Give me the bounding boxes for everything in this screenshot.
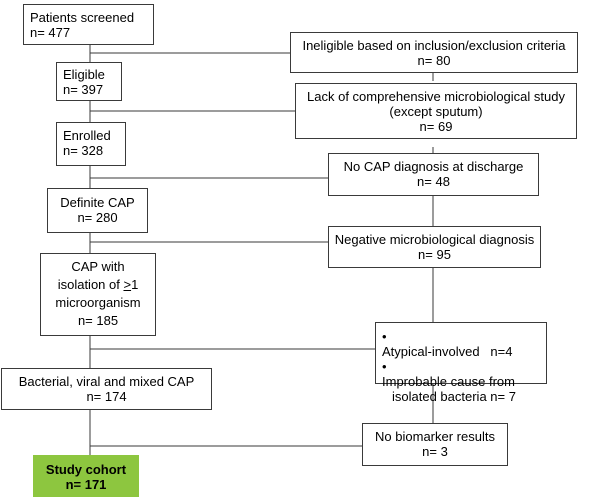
negative-microbiology-box: Negative microbiological diagnosis n= 95 [328,226,541,268]
no-biomarker-count: n= 3 [422,444,448,459]
enrolled-box: Enrolled n= 328 [56,122,126,166]
study-cohort-label: Study cohort [45,462,127,477]
definite-cap-label: Definite CAP [60,195,135,210]
improbable-cause-text: Improbable cause from [382,374,515,389]
lack-microbiology-box: Lack of comprehensive microbiological st… [295,83,577,139]
atypical-involved-item: •Atypical-involved n=4 [382,329,546,359]
atypical-involved-text: Atypical-involved n=4 [382,344,513,359]
eligible-label: Eligible [63,67,105,82]
improbable-cause-item: •Improbable cause from [382,359,546,389]
lack-microbiology-note: (except sputum) [389,104,483,119]
no-cap-diagnosis-label: No CAP diagnosis at discharge [343,159,524,174]
bacterial-viral-mixed-label: Bacterial, viral and mixed CAP [18,374,195,389]
improbable-cause-count: isolated bacteria n= 7 [392,389,516,404]
bullet-icon: • [382,329,387,344]
cap-isolation-line3: microorganism [55,295,141,310]
definite-cap-box: Definite CAP n= 280 [47,188,148,233]
cap-isolation-line2: isolation of >1 [41,276,155,294]
eligible-count: n= 397 [63,82,104,97]
negative-microbiology-label: Negative microbiological diagnosis [334,232,535,247]
study-cohort-box: Study cohort n= 171 [33,455,139,497]
enrolled-count: n= 328 [63,143,104,158]
eligible-box: Eligible n= 397 [56,62,122,101]
ineligible-label: Ineligible based on inclusion/exclusion … [302,38,566,53]
study-cohort-count: n= 171 [65,477,107,492]
negative-microbiology-count: n= 95 [418,247,451,262]
no-cap-diagnosis-box: No CAP diagnosis at discharge n= 48 [328,153,539,196]
cap-isolation-count: n= 185 [77,313,119,328]
cap-isolation-number: 1 [131,277,139,292]
no-cap-diagnosis-count: n= 48 [417,174,450,189]
lack-microbiology-label: Lack of comprehensive microbiological st… [307,89,565,104]
patients-screened-label: Patients screened [30,10,135,25]
bacterial-viral-mixed-box: Bacterial, viral and mixed CAP n= 174 [1,368,212,410]
no-biomarker-box: No biomarker results n= 3 [362,423,508,466]
cap-isolation-line1: CAP with [71,259,125,274]
enrolled-label: Enrolled [63,128,111,143]
ineligible-box: Ineligible based on inclusion/exclusion … [290,32,578,73]
cap-isolation-prefix: isolation of [57,277,124,292]
ineligible-count: n= 80 [417,53,451,68]
lack-microbiology-count: n= 69 [419,119,453,134]
patients-screened-count: n= 477 [30,25,71,40]
bullet-icon: • [382,359,387,374]
no-biomarker-label: No biomarker results [375,429,495,444]
exclusions-box: •Atypical-involved n=4 •Improbable cause… [375,322,547,404]
definite-cap-count: n= 280 [77,210,118,225]
cap-isolation-ge-symbol: > [123,277,132,292]
cap-isolation-box: CAP with isolation of >1 microorganism n… [40,253,156,336]
bacterial-viral-mixed-count: n= 174 [86,389,127,404]
patients-screened-box: Patients screened n= 477 [23,4,154,45]
